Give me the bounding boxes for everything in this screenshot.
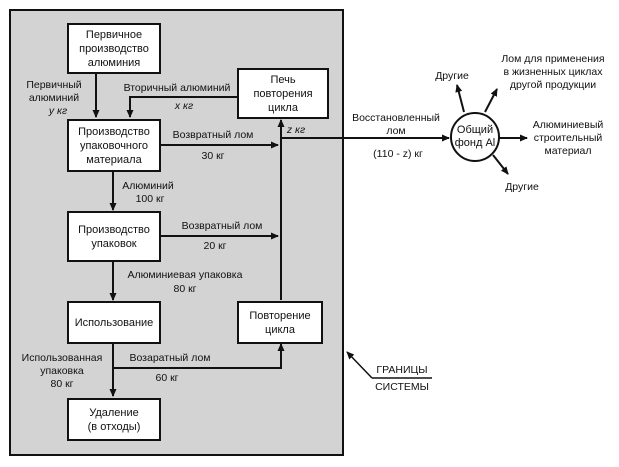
label-secondary-al: Вторичный алюминий [123,82,231,94]
arrow-other-top [455,84,465,113]
label-z-qty: z кг [286,124,306,136]
output-building-material: Алюминиевый строительный материал [532,119,604,157]
box-recycling: Повторение цикла [237,301,323,344]
arrow-other-life-cycles [484,88,498,113]
box-furnace: Печь повторения цикла [237,68,329,119]
label-used-packaging: Использованная упаковка 80 кг [21,352,103,390]
arrow-secondary-al [126,96,237,118]
label-scrap-20-qty: 20 кг [203,240,227,252]
label-secondary-al-qty: x кг [174,100,194,112]
box-use: Использование [67,301,161,344]
output-other-top: Другие [435,70,469,82]
box-primary-production: Первичное производство алюминия [67,23,161,74]
label-al-packaging-qty: 80 кг [173,283,197,295]
output-other-bottom: Другие [505,181,539,193]
label-aluminium: Алюминий [122,180,174,192]
label-recovered-qty: (110 - z) кг [373,148,423,160]
al-pool-circle [450,112,500,162]
output-other-life-cycles: Лом для применения в жизненных циклах др… [501,53,605,91]
label-scrap-30-qty: 30 кг [201,150,225,162]
label-primary-al: Первичный алюминий [26,79,82,104]
boundary-label-bottom: СИСТЕМЫ [375,381,429,393]
label-scrap-30: Возвратный лом [172,129,254,141]
box-packaging-production: Производство упаковок [67,211,161,262]
boundary-pointer [346,351,373,379]
label-aluminium-qty: 100 кг [135,193,165,205]
box-disposal: Удаление (в отходы) [67,398,161,441]
arrow-scrap-60 [113,343,285,369]
label-scrap-20: Возвратный лом [181,220,263,232]
box-packaging-material: Производство упаковочного материала [67,119,161,172]
label-recovered-scrap: Восстановленный лом [352,112,440,137]
label-al-packaging: Алюминиевая упаковка [127,269,243,281]
boundary-label-top: ГРАНИЦЫ [376,364,428,376]
label-scrap-60-qty: 60 кг [155,372,179,384]
label-scrap-60: Возаратный лом [129,352,211,364]
arrow-other-bottom [492,154,509,175]
label-primary-al-qty: y кг [48,105,68,117]
al-pool-label: Общий фонд Al [454,124,496,149]
